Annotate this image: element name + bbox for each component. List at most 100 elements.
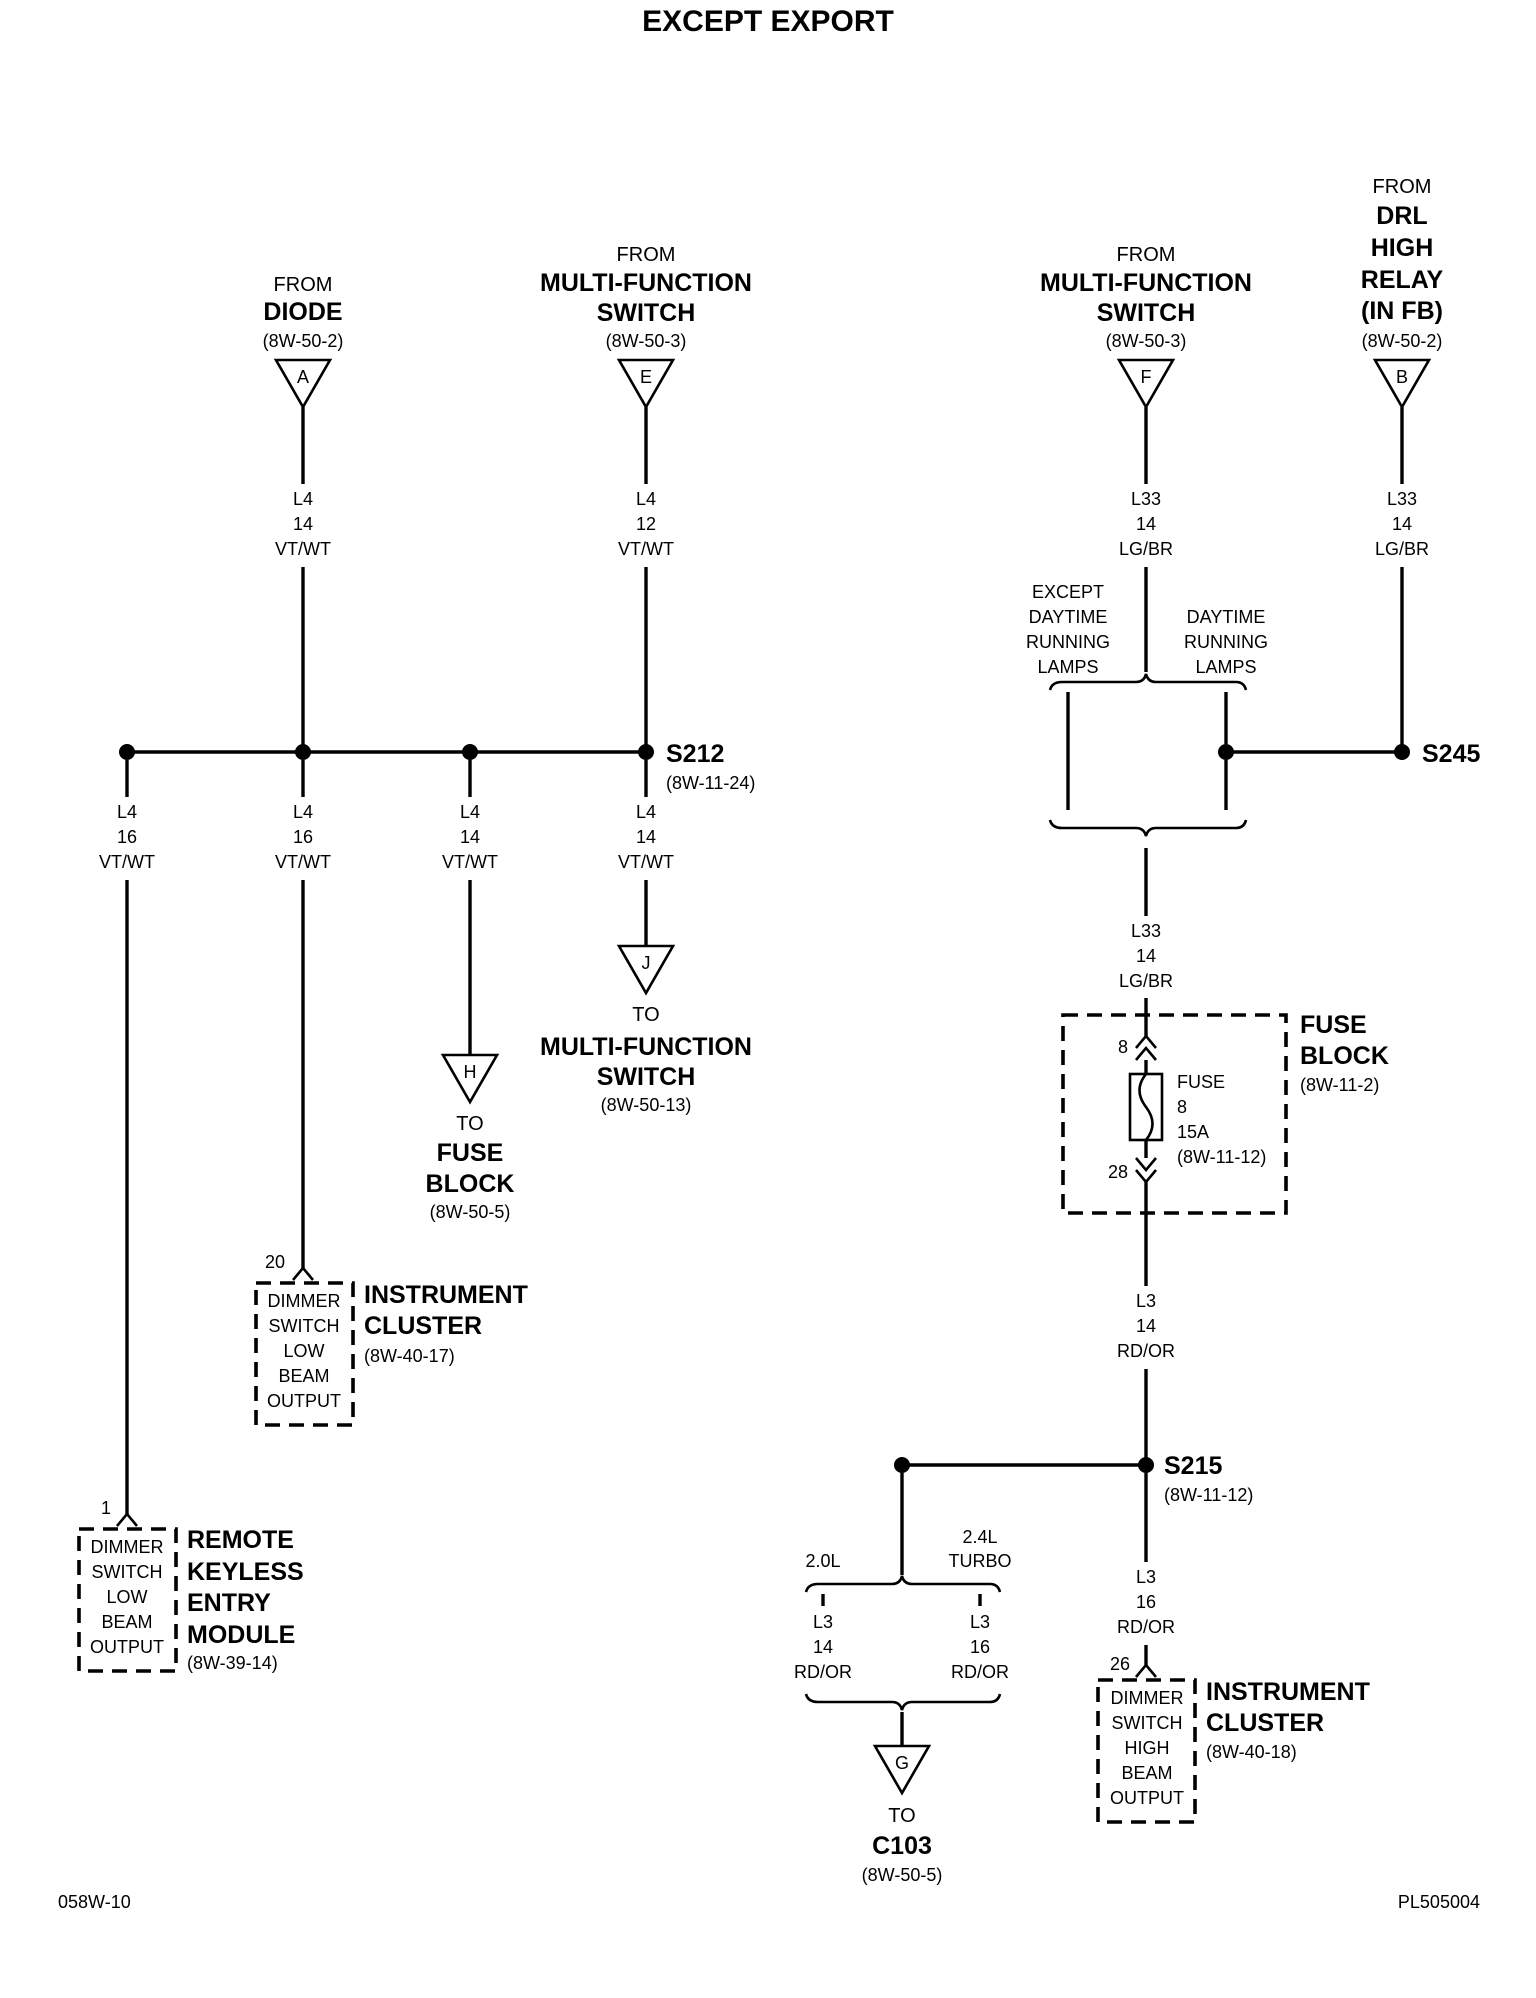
- svg-text:DRL: DRL: [1376, 202, 1427, 230]
- fuse-block-box: [1061, 1013, 1288, 1215]
- svg-text:14: 14: [1136, 946, 1156, 966]
- svg-text:(8W-50-3): (8W-50-3): [1106, 331, 1187, 351]
- svg-text:SWITCH: SWITCH: [1097, 299, 1196, 327]
- svg-text:LG/BR: LG/BR: [1119, 539, 1173, 559]
- svg-text:OUTPUT: OUTPUT: [90, 1637, 164, 1657]
- svg-text:CLUSTER: CLUSTER: [1206, 1709, 1324, 1737]
- svg-text:RD/OR: RD/OR: [1117, 1341, 1175, 1361]
- option-brace-bottom: [1048, 819, 1248, 837]
- svg-text:LG/BR: LG/BR: [1375, 539, 1429, 559]
- svg-text:16: 16: [1136, 1592, 1156, 1612]
- splice-dot: [462, 744, 478, 760]
- svg-text:VT/WT: VT/WT: [442, 852, 498, 872]
- svg-text:(8W-40-18): (8W-40-18): [1206, 1742, 1297, 1762]
- svg-text:(8W-11-12): (8W-11-12): [1177, 1147, 1266, 1167]
- connector-triangle: [1372, 358, 1432, 410]
- connector-letter: G: [895, 1753, 909, 1773]
- svg-text:14: 14: [1392, 514, 1412, 534]
- svg-text:DIMMER: DIMMER: [268, 1291, 341, 1311]
- wire-label: L4 14 VT/WT: [442, 802, 498, 872]
- svg-text:L3: L3: [813, 1612, 833, 1632]
- destination-fuse-block-h: H TO FUSE BLOCK (8W-50-5): [426, 1053, 514, 1222]
- fuse-element: [1138, 1073, 1154, 1141]
- connector-triangle: [616, 944, 676, 996]
- svg-text:L4: L4: [117, 802, 137, 822]
- svg-text:INSTRUMENT: INSTRUMENT: [364, 1281, 528, 1309]
- svg-text:15A: 15A: [1177, 1122, 1209, 1142]
- splice-dot: [1218, 744, 1234, 760]
- svg-text:L4: L4: [293, 802, 313, 822]
- svg-text:14: 14: [293, 514, 313, 534]
- svg-text:(8W-50-5): (8W-50-5): [430, 1202, 511, 1222]
- connector-chevron: [1135, 1157, 1157, 1185]
- pin-number: 1: [101, 1498, 111, 1518]
- destination-multi-function-switch-j: J TO MULTI-FUNCTION SWITCH (8W-50-13): [540, 944, 752, 1115]
- svg-text:TO: TO: [632, 1004, 659, 1026]
- svg-text:CLUSTER: CLUSTER: [364, 1312, 482, 1340]
- connector-chevron: [1135, 1662, 1157, 1678]
- component-box: [77, 1527, 178, 1673]
- svg-text:MULTI-FUNCTION: MULTI-FUNCTION: [540, 269, 752, 297]
- footer-left-code: 058W-10: [58, 1892, 131, 1912]
- svg-text:8: 8: [1177, 1097, 1187, 1117]
- svg-text:INSTRUMENT: INSTRUMENT: [1206, 1678, 1370, 1706]
- wire-label: L33 14 LG/BR: [1375, 489, 1429, 559]
- svg-text:L33: L33: [1387, 489, 1417, 509]
- connector-triangle: [1116, 358, 1176, 410]
- svg-text:TO: TO: [456, 1113, 483, 1135]
- svg-text:BEAM: BEAM: [278, 1366, 329, 1386]
- splice-dot: [295, 744, 311, 760]
- svg-text:REMOTE: REMOTE: [187, 1526, 294, 1554]
- svg-text:BEAM: BEAM: [101, 1612, 152, 1632]
- svg-text:KEYLESS: KEYLESS: [187, 1558, 304, 1586]
- svg-text:L3: L3: [970, 1612, 990, 1632]
- svg-text:FROM: FROM: [1373, 176, 1432, 198]
- svg-text:2.4L: 2.4L: [962, 1527, 997, 1547]
- svg-text:(8W-50-13): (8W-50-13): [601, 1095, 692, 1115]
- instrument-cluster-high-beam: 26 DIMMER SWITCH HIGH BEAM OUTPUT INSTRU…: [1096, 1654, 1370, 1824]
- option-2-0l: 2.0L: [805, 1551, 840, 1571]
- svg-text:SWITCH: SWITCH: [597, 299, 696, 327]
- svg-text:L33: L33: [1131, 489, 1161, 509]
- option-brace-top: [1048, 673, 1248, 691]
- pin-number: 8: [1118, 1037, 1128, 1057]
- connector-letter: B: [1396, 367, 1408, 387]
- svg-text:DIMMER: DIMMER: [1111, 1688, 1184, 1708]
- connector-chevron: [116, 1511, 138, 1527]
- svg-text:LOW: LOW: [283, 1341, 324, 1361]
- svg-text:FUSE: FUSE: [437, 1139, 504, 1167]
- svg-text:(8W-11-2): (8W-11-2): [1300, 1075, 1379, 1095]
- svg-text:(IN FB): (IN FB): [1361, 297, 1443, 325]
- svg-text:RD/OR: RD/OR: [1117, 1617, 1175, 1637]
- svg-text:14: 14: [813, 1637, 833, 1657]
- source-multi-function-switch-e: FROM MULTI-FUNCTION SWITCH (8W-50-3) E: [540, 244, 752, 410]
- connector-triangle: [440, 1053, 500, 1105]
- svg-text:VT/WT: VT/WT: [99, 852, 155, 872]
- svg-text:VT/WT: VT/WT: [618, 539, 674, 559]
- svg-text:BLOCK: BLOCK: [1300, 1042, 1389, 1070]
- svg-text:OUTPUT: OUTPUT: [1110, 1788, 1184, 1808]
- svg-text:MULTI-FUNCTION: MULTI-FUNCTION: [1040, 269, 1252, 297]
- option-drl: DAYTIME RUNNING LAMPS: [1184, 607, 1268, 677]
- connector-triangle: [872, 1744, 932, 1796]
- svg-text:16: 16: [293, 827, 313, 847]
- wire-label: L4 14 VT/WT: [275, 489, 331, 559]
- svg-text:LAMPS: LAMPS: [1195, 657, 1256, 677]
- svg-text:HIGH: HIGH: [1125, 1738, 1170, 1758]
- remote-keyless-entry-module: 1 DIMMER SWITCH LOW BEAM OUTPUT REMOTE K…: [77, 1498, 304, 1673]
- pin-number: 26: [1110, 1654, 1130, 1674]
- svg-text:MULTI-FUNCTION: MULTI-FUNCTION: [540, 1033, 752, 1061]
- connector-letter: H: [464, 1062, 477, 1082]
- svg-text:LG/BR: LG/BR: [1119, 971, 1173, 991]
- svg-text:MODULE: MODULE: [187, 1621, 295, 1649]
- svg-text:14: 14: [1136, 514, 1156, 534]
- fuse-block: 8 28 FUSE 8 15A (8W-11-12) FUSE BLOCK (8…: [1061, 1011, 1389, 1215]
- svg-text:SWITCH: SWITCH: [1112, 1713, 1183, 1733]
- svg-text:14: 14: [460, 827, 480, 847]
- splice-dot: [119, 744, 135, 760]
- svg-text:RELAY: RELAY: [1361, 266, 1444, 294]
- splice-s245-name: S245: [1422, 740, 1480, 768]
- connector-chevron: [1135, 1033, 1157, 1061]
- svg-text:SWITCH: SWITCH: [92, 1562, 163, 1582]
